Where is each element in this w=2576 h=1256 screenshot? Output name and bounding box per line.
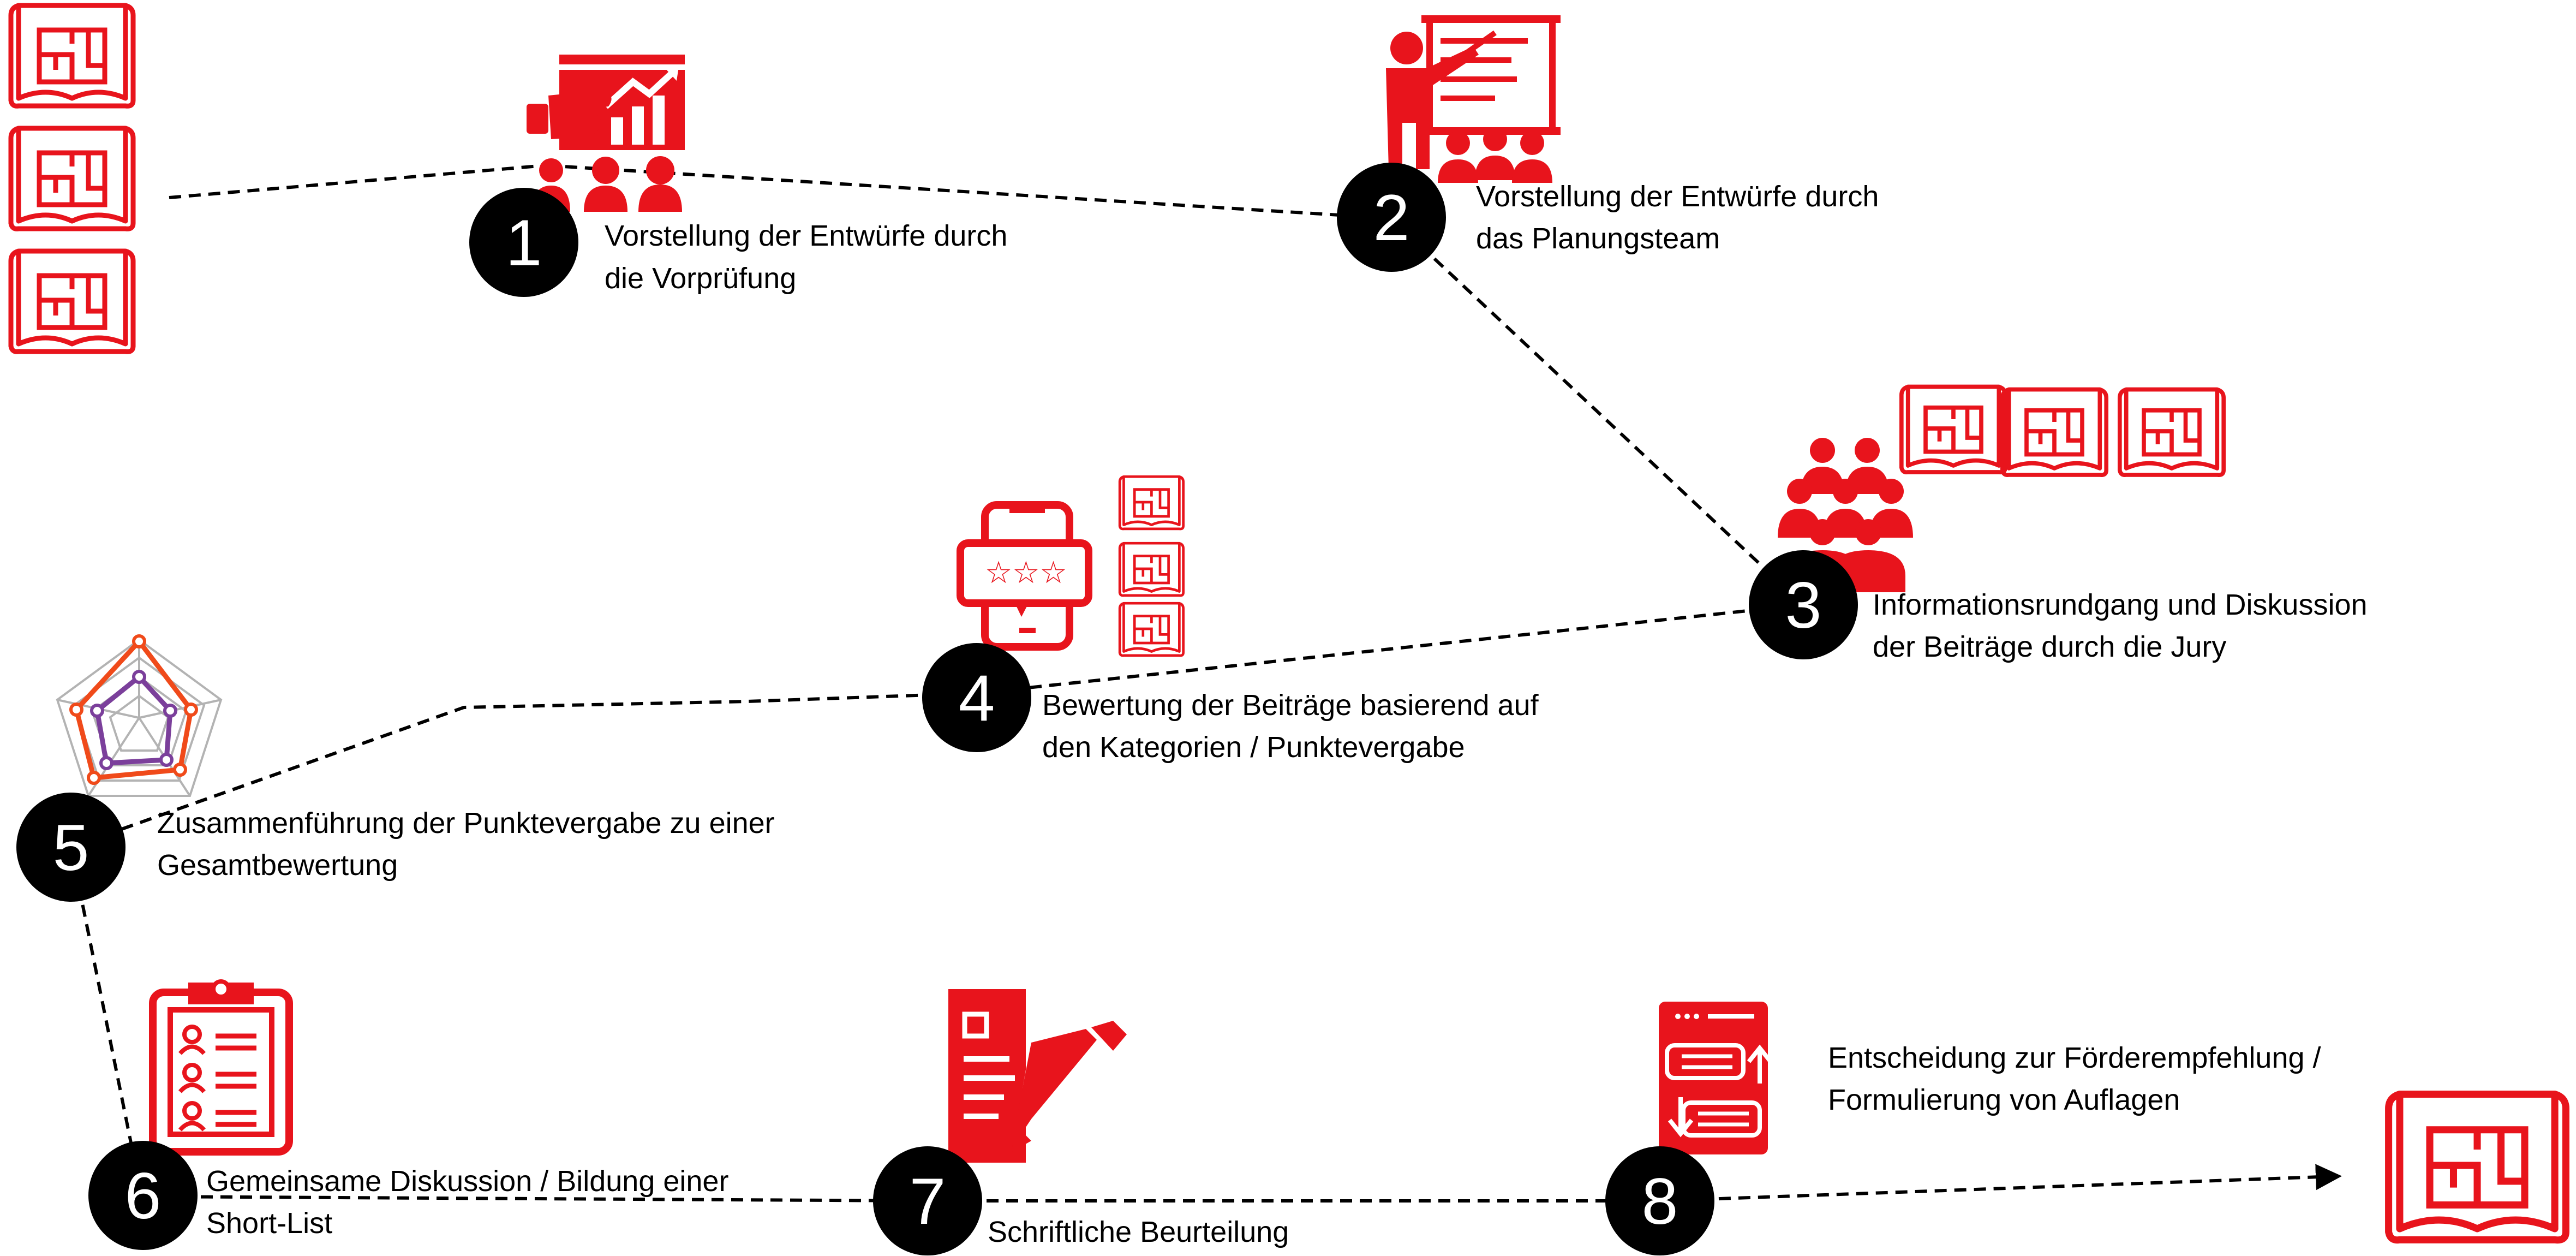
jury-floor-plans xyxy=(1902,387,2224,475)
step-label-line1: Vorstellung der Entwürfe durch xyxy=(605,219,1007,252)
step-marker xyxy=(1337,163,1446,272)
step-label-line1: Entscheidung zur Förderempfehlung / xyxy=(1828,1041,2321,1074)
step-4: 4 Bewertung der Beiträge basierend auf d… xyxy=(922,643,1539,764)
floor-plan-icon xyxy=(11,5,133,106)
presenter-audience-icon xyxy=(1386,15,1561,183)
floor-plan-icon xyxy=(2120,390,2224,475)
jury-group-icon xyxy=(1778,438,1913,592)
step-label-line2: das Planungsteam xyxy=(1476,222,1720,255)
connector-2-to-3 xyxy=(1390,217,1805,606)
step-label-line2: den Kategorien / Punktevergabe xyxy=(1042,731,1465,764)
step-label-line2: Formulierung von Auflagen xyxy=(1828,1084,2180,1116)
step-label-line1: Informationsrundgang und Diskussion xyxy=(1873,588,2368,621)
step-number: 7 xyxy=(910,1165,946,1238)
floor-plan-icon xyxy=(1120,477,1183,529)
end-floor-plan xyxy=(2389,1094,2566,1240)
clipboard-list-icon xyxy=(149,979,293,1156)
rating-floor-plans xyxy=(1120,477,1183,656)
floor-plan-icon xyxy=(1120,543,1183,596)
step-label-line1: Schriftliche Beurteilung xyxy=(988,1216,1289,1248)
step-number: 6 xyxy=(125,1159,162,1233)
step-number: 5 xyxy=(53,811,89,884)
connector-1-to-2 xyxy=(545,164,1392,220)
floor-plan-icon xyxy=(1120,603,1183,656)
step-label-line1: Vorstellung der Entwürfe durch xyxy=(1476,180,1879,213)
step-label-line2: Short-List xyxy=(206,1207,332,1240)
step-number: 1 xyxy=(506,206,542,279)
step-5: 5 Zusammenführung der Punktevergabe zu e… xyxy=(16,793,775,902)
step-3: 3 Informationsrundgang und Diskussion de… xyxy=(1749,550,2368,663)
connector-3-to-4 xyxy=(976,603,1804,695)
step-label-line2: die Vorprüfung xyxy=(605,262,796,295)
step-label-line1: Bewertung der Beiträge basierend auf xyxy=(1042,689,1539,722)
step-6: 6 Gemeinsame Diskussion / Bildung einer … xyxy=(88,1141,728,1250)
browser-sort-icon xyxy=(1659,1002,1773,1154)
step-marker xyxy=(873,1146,982,1255)
step-1: 1 Vorstellung der Entwürfe durch die Vor… xyxy=(469,188,1007,297)
step-label-line1: Gemeinsame Diskussion / Bildung einer xyxy=(206,1165,728,1198)
floor-plan-icon xyxy=(1902,387,2005,473)
floor-plan-icon xyxy=(2003,390,2106,475)
phone-rating-icon: ☆☆☆ xyxy=(957,501,1092,651)
step-8: 8 Entscheidung zur Förderempfehlung / Fo… xyxy=(1605,1041,2321,1255)
step-7: 7 Schriftliche Beurteilung xyxy=(873,1146,1289,1255)
step-number: 8 xyxy=(1642,1165,1678,1238)
step-number: 2 xyxy=(1373,181,1410,254)
step-number: 4 xyxy=(959,662,995,735)
connector-start-to-1 xyxy=(169,164,546,199)
step-label-line1: Zusammenführung der Punktevergabe zu ein… xyxy=(157,807,775,840)
step-marker xyxy=(1605,1146,1714,1255)
star-rating-glyphs: ☆☆☆ xyxy=(985,555,1067,591)
floor-plan-icon xyxy=(2389,1094,2566,1240)
step-label-line2: Gesamtbewertung xyxy=(157,849,398,882)
document-pen-icon xyxy=(948,989,1127,1163)
start-floor-plans xyxy=(11,5,133,352)
step-marker xyxy=(88,1141,198,1250)
step-2: 2 Vorstellung der Entwürfe durch das Pla… xyxy=(1337,163,1879,272)
step-number: 3 xyxy=(1785,569,1822,642)
step-marker xyxy=(16,793,125,902)
connector-6-to-7 xyxy=(141,1195,928,1203)
connector-5-to-6 xyxy=(69,847,144,1197)
radar-chart-icon xyxy=(56,634,223,797)
floor-plan-icon xyxy=(11,251,133,352)
step-marker xyxy=(1749,550,1858,659)
connector-8-to-end xyxy=(1659,1164,2342,1203)
step-marker xyxy=(469,188,578,297)
step-marker xyxy=(922,643,1031,752)
presentation-chart-icon xyxy=(527,55,685,212)
step-label-line2: der Beiträge durch die Jury xyxy=(1873,630,2226,663)
floor-plan-icon xyxy=(11,128,133,229)
connector-lines xyxy=(69,164,2342,1203)
